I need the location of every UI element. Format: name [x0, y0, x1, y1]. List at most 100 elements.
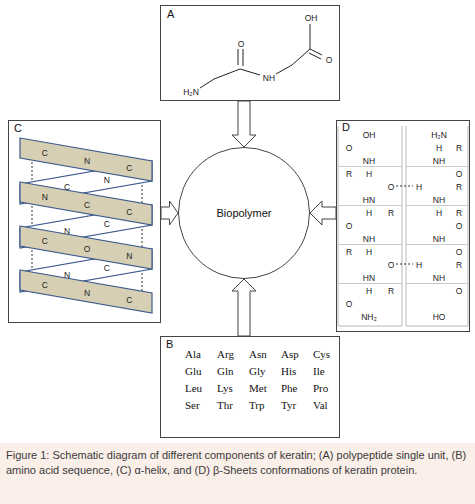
atom-label: H — [436, 144, 442, 153]
atom-label: NH — [433, 196, 445, 205]
amino-acid-name: His — [281, 366, 296, 377]
hydrogen-bond — [32, 250, 33, 268]
atom-label: NH — [433, 274, 445, 283]
atom-label: N — [84, 288, 90, 297]
atom-label: NH — [363, 235, 375, 244]
atom-label: H₂N — [183, 88, 199, 97]
hydrogen-bond — [32, 206, 33, 224]
amino-acid-name: Trp — [249, 400, 265, 411]
atom-label: O — [238, 40, 245, 49]
atom-label: C — [42, 237, 48, 246]
atom-label: R — [346, 170, 352, 179]
atom-label: OH — [363, 131, 376, 140]
atom-label: N — [84, 156, 90, 165]
atom-label: O — [388, 261, 395, 270]
panel-letter: C — [14, 123, 22, 134]
block-arrow — [161, 201, 178, 225]
amino-acid-name: Ser — [185, 400, 200, 411]
atom-label: C — [84, 200, 90, 209]
atom-label: N — [126, 252, 132, 261]
helix-band-front — [20, 182, 152, 225]
atom-label: C — [64, 183, 70, 192]
helix-box: CCNCNCNCCCNCONCNCNC — [8, 120, 161, 323]
panel-letter: D — [342, 122, 350, 133]
figure-caption: Figure 1: Schematic diagram of different… — [0, 443, 475, 504]
hydrogen-bond — [142, 229, 143, 247]
atom-label: R — [456, 261, 462, 270]
amino-acid-name: Cys — [313, 349, 330, 360]
atom-label: O — [388, 183, 395, 192]
block-arrow — [232, 101, 256, 147]
beta-sheet-frame — [338, 126, 468, 326]
atom-label: N — [42, 193, 48, 202]
atom-label: H — [366, 170, 372, 179]
atom-label: NH — [263, 74, 275, 83]
atom-label: HO — [433, 313, 446, 322]
atom-label: O — [84, 244, 91, 253]
amino-acid-name: Val — [313, 400, 328, 411]
atom-label: C — [126, 164, 132, 173]
amino-acid-name: Asp — [281, 349, 299, 360]
polypeptide-box: AOHOONHH₂N — [160, 5, 340, 101]
atom-label: HN — [363, 274, 375, 283]
amino-acid-name: Leu — [185, 383, 202, 394]
atom-label: H — [366, 248, 372, 257]
atom-label: H₂N — [431, 131, 447, 140]
amino-acid-name: Ile — [313, 366, 325, 377]
amino-acid-name: Met — [249, 383, 267, 394]
atom-label: H — [366, 209, 372, 218]
hydrogen-bond — [32, 162, 33, 180]
atom-label: HN — [363, 196, 375, 205]
amino-acid-name: Pro — [313, 383, 328, 394]
atom-label: C — [42, 149, 48, 158]
atom-label: NH — [433, 157, 445, 166]
panel-letter: A — [167, 9, 174, 20]
atom-label: O — [346, 144, 353, 153]
circle-label: Biopolymer — [216, 208, 271, 219]
node-layer: AOHOONHH₂NCCNCNCNCCCNCONCNCNCBiopolymerD… — [0, 0, 475, 443]
helix-band-front — [20, 226, 152, 269]
atom-label: R — [456, 209, 462, 218]
atom-label: N — [64, 227, 70, 236]
panel-letter: B — [166, 339, 173, 350]
helix-band-front — [20, 270, 152, 313]
molecule-structure — [200, 24, 322, 88]
amino-acid-name: Arg — [217, 349, 234, 360]
amino-acid-name: Phe — [281, 383, 298, 394]
atom-label: H — [436, 209, 442, 218]
hydrogen-bond — [142, 185, 143, 203]
amino-acid-name: Lys — [217, 383, 233, 394]
atom-label: NH — [363, 157, 375, 166]
amino-acid-name: Asn — [249, 349, 267, 360]
amino-acid-name: Thr — [217, 400, 233, 411]
amino-acid-name: Gln — [217, 366, 234, 377]
atom-label: O — [456, 170, 463, 179]
atom-label: O — [326, 56, 333, 65]
atom-label: N — [64, 271, 70, 280]
amino-acid-name: Glu — [185, 366, 202, 377]
atom-label: R — [456, 144, 462, 153]
amino-acid-name: Tyr — [281, 400, 296, 411]
atom-label: R — [388, 209, 394, 218]
atom-label: R — [346, 248, 352, 257]
alpha-helix-ribbon — [20, 138, 152, 313]
atom-label: C — [104, 264, 110, 273]
sheet-box: DOHONHRHOHNHRONHRHOHNHRONH₂H₂NHRNHOHRNHH… — [336, 120, 470, 332]
biopolymer-circle: Biopolymer — [178, 147, 310, 279]
atom-label: C — [126, 296, 132, 305]
atom-label: O — [346, 300, 353, 309]
hydrogen-bond — [142, 273, 143, 291]
atom-label: NH — [433, 235, 445, 244]
atom-label: O — [456, 248, 463, 257]
block-arrow — [232, 279, 256, 336]
block-arrow — [310, 201, 336, 225]
atom-label: H — [416, 183, 422, 192]
atom-label: O — [456, 287, 463, 296]
helix-band-front — [20, 138, 152, 181]
atom-label: R — [456, 183, 462, 192]
atom-label: C — [42, 281, 48, 290]
atom-label: O — [456, 222, 463, 231]
atom-label: O — [346, 222, 353, 231]
atom-label: NH₂ — [361, 313, 377, 322]
